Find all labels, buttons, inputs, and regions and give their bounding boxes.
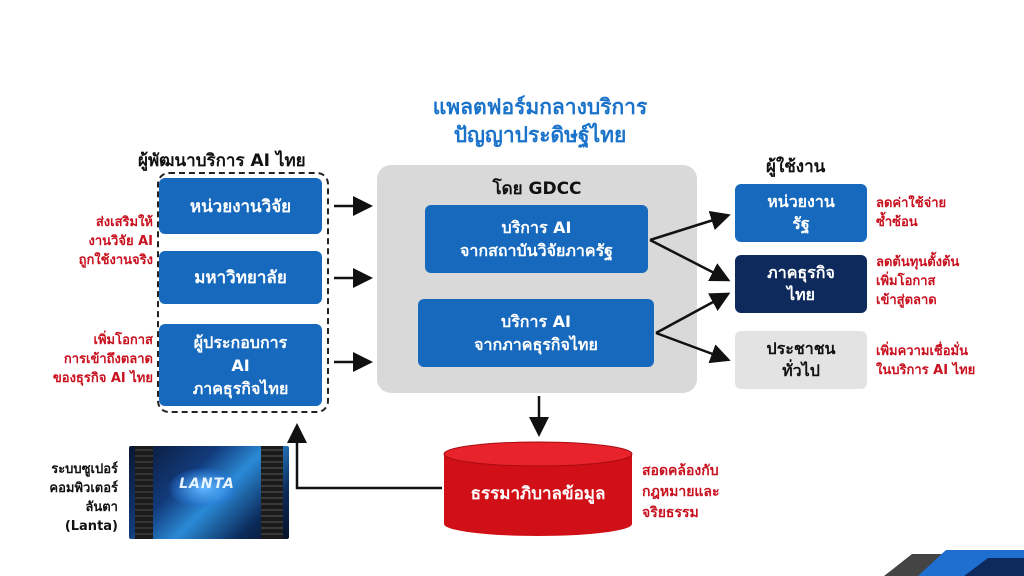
service-thai-business: บริการ AI จากภาคธุรกิจไทย [418, 299, 654, 367]
right-note-line: เพิ่มความเชื่อมั่น [876, 344, 968, 359]
right-note-line: เพิ่มโอกาส [876, 274, 936, 289]
data-governance-label: ธรรมาภิบาลข้อมูล [470, 484, 606, 504]
platform-title: แพลตฟอร์มกลางบริการ ปัญญาประดิษฐ์ไทย [330, 93, 750, 149]
governance-note: สอดคล้องกับ กฎหมายและ จริยธรรม [642, 461, 720, 524]
lanta-supercomputer-image: LANTA [129, 446, 289, 539]
right-note-government: ลดค่าใช้จ่าย ซ้ำซ้อน [876, 194, 946, 232]
left-note-line: ถูกใช้งานจริง [78, 253, 153, 268]
left-note-line: ส่งเสริมให้ [95, 215, 153, 230]
platform-title-line2: ปัญญาประดิษฐ์ไทย [453, 123, 627, 147]
left-note-line: เพิ่มโอกาส [93, 333, 153, 348]
right-note-line: ซ้ำซ้อน [876, 215, 918, 230]
developer-university: มหาวิทยาลัย [159, 251, 322, 304]
supercomputer-label-line: คอมพิวเตอร์ [49, 481, 118, 496]
right-note-line: ลดค่าใช้จ่าย [876, 196, 947, 211]
arrow-governance-to-developers [287, 423, 442, 490]
left-note-research: ส่งเสริมให้ งานวิจัย AI ถูกใช้งานจริง [35, 213, 153, 270]
right-note-line: เข้าสู่ตลาด [876, 293, 937, 308]
developers-heading: ผู้พัฒนาบริการ AI ไทย [138, 151, 306, 171]
right-note-line: ในบริการ AI ไทย [876, 363, 976, 378]
governance-note-line: จริยธรรม [642, 505, 699, 521]
left-note-business: เพิ่มโอกาส การเข้าถึงตลาด ของธุรกิจ AI ไ… [20, 331, 153, 388]
service-gov-research: บริการ AI จากสถาบันวิจัยภาครัฐ [425, 205, 648, 273]
user-thai-business: ภาคธุรกิจ ไทย [735, 255, 867, 313]
data-governance-cylinder [443, 441, 633, 536]
platform-title-line1: แพลตฟอร์มกลางบริการ [432, 95, 648, 119]
arrow-service2-to-public [655, 331, 731, 364]
developer-research-agency: หน่วยงานวิจัย [159, 178, 322, 234]
lanta-logo-text: LANTA [179, 476, 235, 492]
right-note-business: ลดต้นทุนตั้งต้น เพิ่มโอกาส เข้าสู่ตลาด [876, 253, 959, 310]
developers-group [157, 172, 329, 413]
users-heading: ผู้ใช้งาน [766, 157, 826, 177]
right-note-public: เพิ่มความเชื่อมั่น ในบริการ AI ไทย [876, 342, 975, 380]
arrow-service1-to-business [649, 238, 731, 282]
corner-decoration [884, 550, 1024, 576]
supercomputer-label-line: ระบบซูเปอร์ [51, 462, 118, 477]
arrow-service2-to-business [655, 292, 731, 335]
supercomputer-label: ระบบซูเปอร์ คอมพิวเตอร์ ลันตา (Lanta) [10, 460, 118, 536]
left-note-line: งานวิจัย AI [88, 234, 154, 249]
supercomputer-label-line: ลันตา [85, 500, 118, 515]
developer-ai-business: ผู้ประกอบการ AI ภาคธุรกิจไทย [159, 324, 322, 406]
supercomputer-label-line: (Lanta) [64, 519, 118, 534]
gdcc-label: โดย GDCC [492, 179, 582, 199]
governance-note-line: กฎหมายและ [642, 484, 720, 500]
right-note-line: ลดต้นทุนตั้งต้น [876, 255, 960, 270]
user-government: หน่วยงาน รัฐ [735, 184, 867, 242]
arrow-service1-to-gov [649, 210, 731, 242]
governance-note-line: สอดคล้องกับ [642, 463, 719, 479]
left-note-line: ของธุรกิจ AI ไทย [52, 371, 153, 386]
user-public: ประชาชน ทั่วไป [735, 331, 867, 389]
left-note-line: การเข้าถึงตลาด [63, 352, 153, 367]
